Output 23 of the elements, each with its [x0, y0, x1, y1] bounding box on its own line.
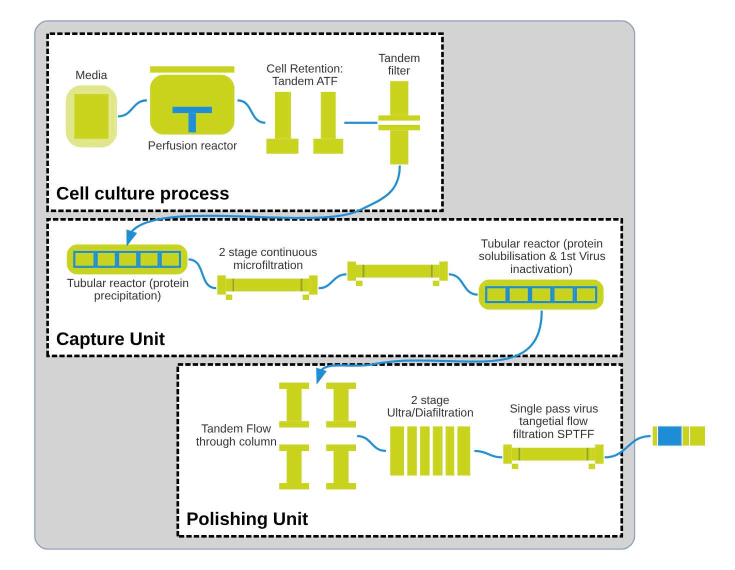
connector: [118, 99, 147, 118]
connector: [318, 273, 347, 290]
connector: [357, 434, 386, 452]
connector: [188, 258, 216, 290]
connector: [474, 450, 502, 458]
node-label: 2 stage continuous microfiltration: [218, 246, 318, 272]
connector: [448, 273, 478, 296]
node-label: Media: [75, 68, 108, 82]
node-label: Tandem filter: [378, 52, 420, 78]
connector: [344, 122, 378, 124]
node-picture: [66, 244, 188, 274]
arrow: [126, 165, 401, 246]
connector: [604, 434, 651, 458]
node-label: Perfusion reactor: [148, 139, 238, 152]
node-picture: [478, 280, 604, 310]
node-label: Tubular reactor (protein solubilisation & 1st Virus inactivation): [478, 237, 606, 276]
connector: [237, 99, 266, 124]
node-label: Single pass virus tangetial flow filtration SPTFF: [510, 402, 598, 441]
node-label: Tandem Flow through column: [196, 422, 277, 448]
node-label: Cell Retention: Tandem ATF: [266, 62, 344, 88]
node-label: 2 stage Ultra/Diafiltration: [386, 394, 474, 420]
arrow: [316, 310, 543, 385]
node-label: Tubular reactor (protein precipitation): [66, 276, 189, 303]
